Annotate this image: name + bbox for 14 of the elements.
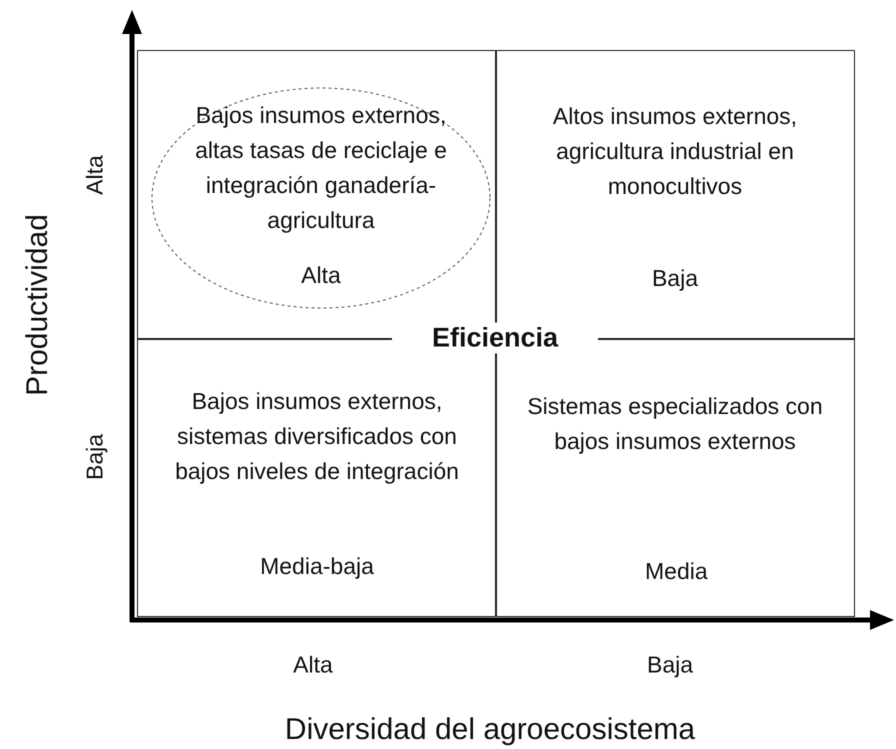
description-text: Sistemas especializados con bajos insumos externos <box>526 392 824 456</box>
axis-tick-label: Baja <box>82 434 108 480</box>
description-text: Bajos insumos externos, altas tasas de reciclaje e integración ganadería-agricultura <box>194 101 448 235</box>
axis-title: Diversidad del agroecosistema <box>284 713 696 747</box>
description-text: Bajos insumos externos, sistemas diversificados con bajos niveles de integración <box>174 387 460 486</box>
axis-tick-label: Baja <box>646 652 694 678</box>
efficiency-value: Media-baja <box>259 552 375 581</box>
description-text: Altos insumos externos, agricultura industrial en monocultivos <box>552 102 798 201</box>
axis-tick-label: Alta <box>293 652 333 678</box>
axis-title: Productividad <box>21 214 55 396</box>
efficiency-value: Baja <box>650 264 700 293</box>
efficiency-value: Alta <box>300 261 342 290</box>
axis-tick-label: Alta <box>82 155 108 195</box>
center-label: Eficiencia <box>392 322 598 354</box>
